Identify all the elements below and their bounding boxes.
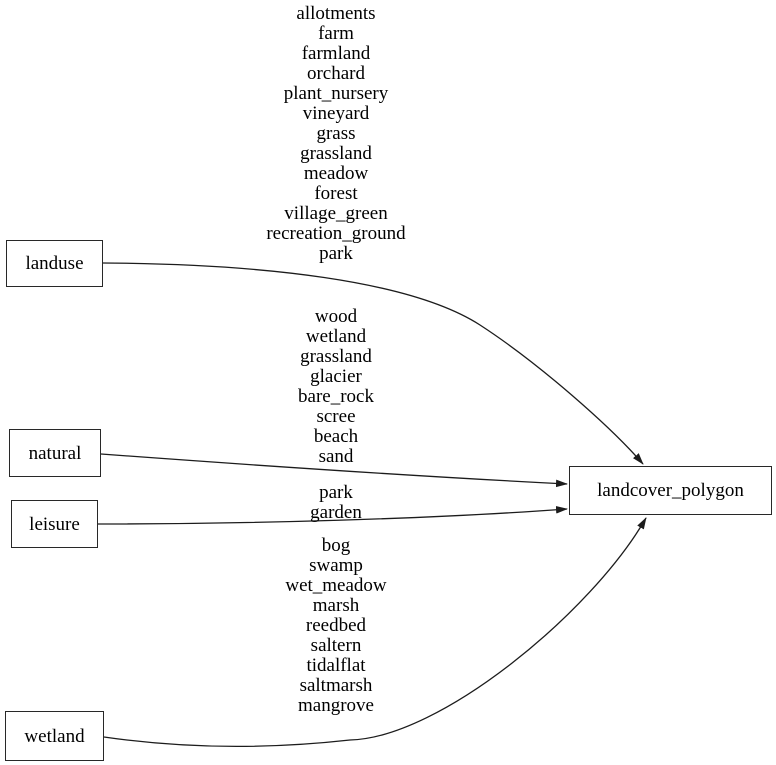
edge-label-leisure-values: park garden	[310, 482, 362, 523]
edge-landuse-to-landcover_polygon	[102, 262, 644, 465]
node-wetland: wetland	[5, 711, 104, 761]
edge-leisure-to-landcover_polygon	[97, 506, 568, 525]
node-leisure: leisure	[11, 500, 98, 548]
node-wetland-label: wetland	[24, 725, 85, 747]
edge-label-landuse-values: allotments farm farmland orchard plant_n…	[266, 3, 406, 264]
node-landcover_polygon: landcover_polygon	[569, 466, 772, 515]
node-landcover_polygon-label: landcover_polygon	[597, 480, 744, 501]
edge-label-natural-values: wood wetland grassland glacier bare_rock…	[298, 306, 374, 467]
edge-wetland-to-landcover_polygon	[103, 517, 647, 748]
node-natural: natural	[9, 429, 101, 477]
edge-natural-to-landcover_polygon	[100, 453, 568, 488]
node-landuse-label: landuse	[25, 253, 84, 274]
edge-label-wetland-values: bog swamp wet_meadow marsh reedbed salte…	[285, 535, 387, 716]
node-landuse: landuse	[6, 240, 103, 287]
node-leisure-label: leisure	[29, 513, 80, 535]
node-natural-label: natural	[28, 442, 82, 464]
